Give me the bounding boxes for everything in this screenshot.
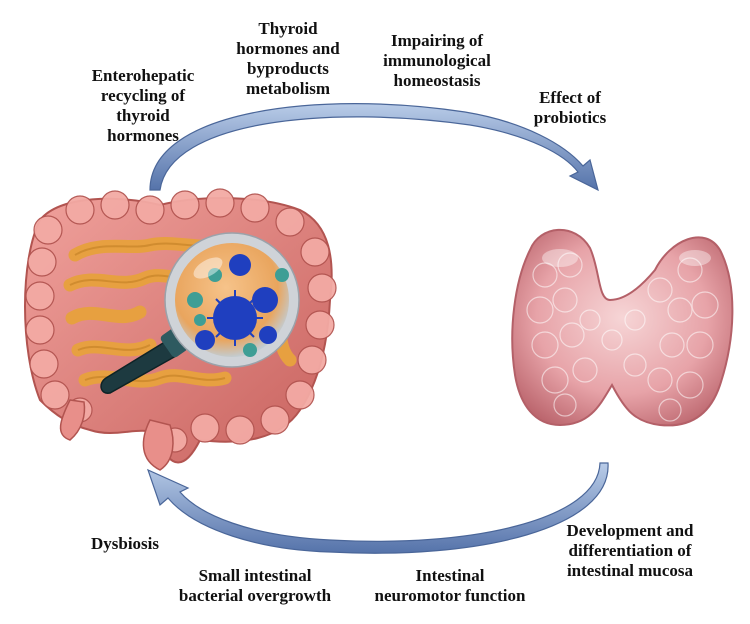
bottom-curved-arrow — [146, 462, 609, 554]
magnifying-glass-icon — [100, 232, 300, 394]
label-probiotics: Effect of probiotics — [533, 88, 607, 127]
label-small-intestinal-bacterial-overgrowth: Small intestinal bacterial overgrowth — [178, 566, 332, 605]
label-dysbiosis: Dysbiosis — [90, 534, 160, 553]
label-immunological-homeostasis: Impairing of immunological homeostasis — [383, 31, 491, 90]
top-curved-arrow — [149, 103, 599, 192]
label-thyroid-hormone-metabolism: Thyroid hormones and byproducts metaboli… — [236, 19, 340, 98]
label-intestinal-neuromotor-function: Intestinal neuromotor function — [374, 566, 526, 605]
thyroid-gland-illustration — [511, 228, 734, 427]
bacteria-cluster — [187, 254, 289, 357]
label-enterohepatic-recycling: Enterohepatic recycling of thyroid hormo… — [91, 66, 195, 145]
label-intestinal-mucosa-development: Development and differentiation of intes… — [566, 521, 694, 580]
